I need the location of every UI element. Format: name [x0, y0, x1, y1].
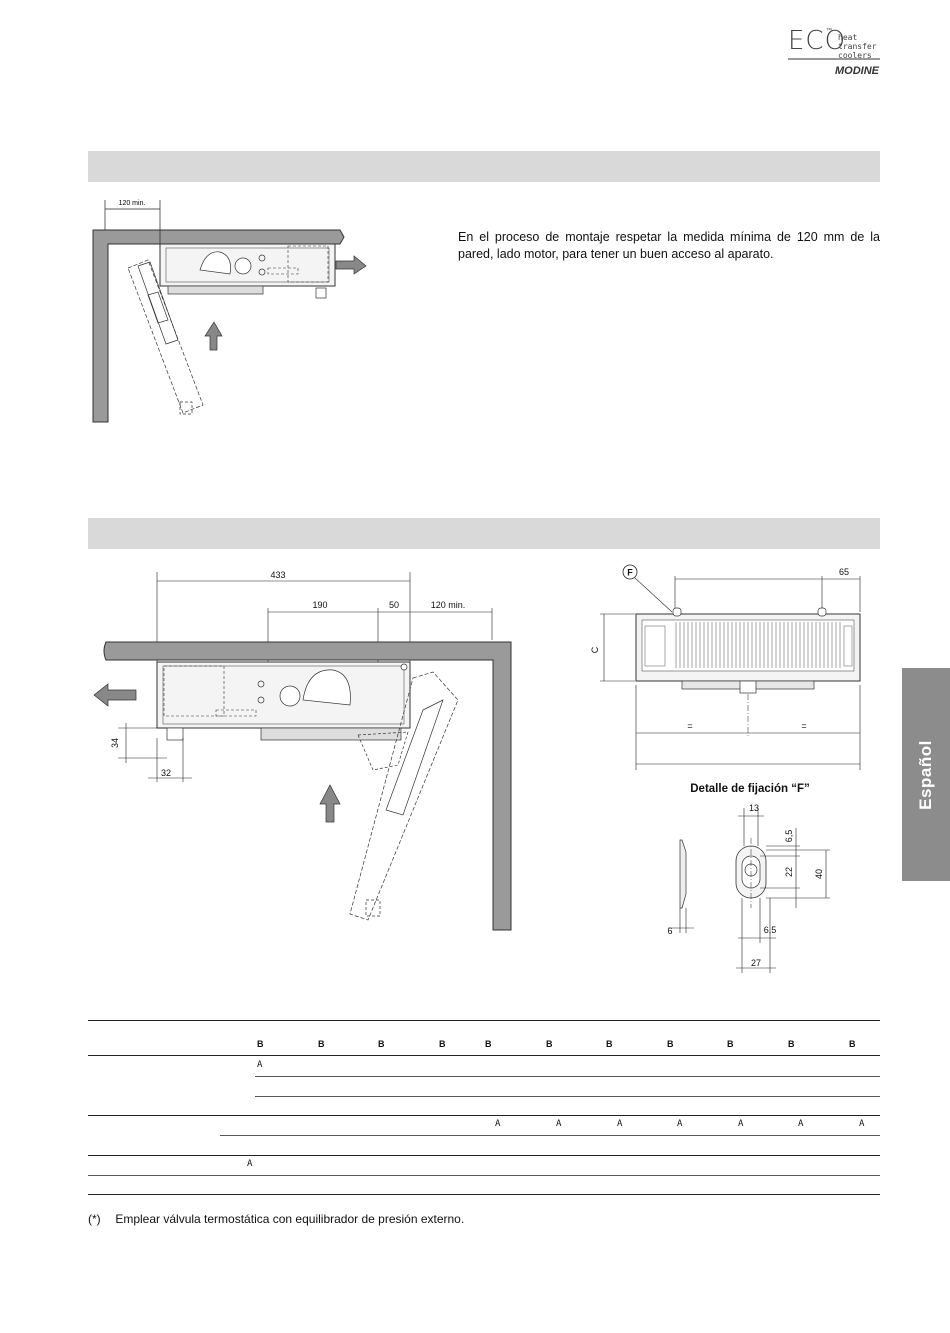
table-cell: A: [859, 1119, 865, 1129]
table-header-cell: B: [546, 1039, 553, 1049]
table-header-cell: B: [318, 1039, 325, 1049]
table-cell: A: [738, 1119, 744, 1129]
section-header-band-1: [88, 151, 880, 182]
table-rule: [255, 1076, 880, 1077]
wall-clearance-diagram: 120 min.: [92, 200, 367, 423]
table-rule-header: [88, 1055, 880, 1056]
dimension-40-label: 40: [814, 869, 824, 879]
table-cell: A: [798, 1119, 804, 1129]
table-rule: [88, 1155, 880, 1156]
logo-eco: ECO: [788, 26, 847, 56]
dimension-13-label: 13: [749, 803, 759, 813]
table-rule: [88, 1175, 880, 1176]
section-header-band-2: [88, 518, 880, 549]
dimension-50-label: 50: [389, 600, 399, 610]
table-rule-bottom: [88, 1194, 880, 1195]
table-header-cell: B: [257, 1039, 264, 1049]
table-rule: [220, 1135, 880, 1136]
language-tab-label: Español: [916, 739, 935, 810]
table-header-cell: B: [788, 1039, 795, 1049]
dimension-c-label: C: [590, 646, 600, 653]
table-cell: A: [257, 1060, 263, 1070]
front-view-diagram: F 65 C: [590, 564, 861, 770]
language-tab[interactable]: Español: [902, 668, 950, 881]
dimension-32-label: 32: [161, 768, 171, 778]
table-header-cell: B: [849, 1039, 856, 1049]
detail-f-marker: F: [627, 568, 633, 578]
table-cell: A: [495, 1119, 501, 1129]
dimension-190-label: 190: [312, 600, 327, 610]
logo-subtitle: heat transfer coolers: [838, 33, 888, 60]
dimension-6-5-bottom-label: 6,5: [764, 925, 777, 935]
fixing-detail-diagram: 6 13 6,5 22 40 6,5 27: [667, 803, 830, 973]
dimension-22-label: 22: [784, 867, 794, 877]
coil-fins: [675, 622, 841, 668]
table-rule: [255, 1096, 880, 1097]
table-cell: A: [247, 1159, 253, 1169]
logo-subtitle-line1: heat transfer: [838, 33, 877, 51]
dimension-120-label: 120 min.: [119, 200, 146, 207]
dimension-433-label: 433: [270, 570, 285, 580]
section1-paragraph: En el proceso de montaje respetar la med…: [458, 230, 880, 261]
table-header-cell: B: [439, 1039, 446, 1049]
table-rule-top: [88, 1020, 880, 1021]
brand-logo: MODINE: [835, 65, 879, 77]
equal-right-label: =: [801, 721, 806, 731]
logo-subtitle-line2: coolers: [838, 51, 872, 60]
dimension-6-label: 6: [667, 926, 672, 936]
table-cell: A: [556, 1119, 562, 1129]
table-header-cell: B: [378, 1039, 385, 1049]
equal-left-label: =: [687, 721, 692, 731]
dimension-120-min-label: 120 min.: [431, 600, 466, 610]
table-rule: [88, 1115, 880, 1116]
footnote-text: Emplear válvula termostática con equilib…: [115, 1212, 465, 1226]
dimension-34-label: 34: [110, 738, 120, 748]
logo-trademark: ™: [826, 28, 832, 34]
detail-fixing-title: Detalle de fijación “F”: [690, 783, 810, 795]
footnote-mark: (*): [88, 1212, 101, 1226]
mounting-dimensions-diagram: 433 190 50 120 min. 34 32: [93, 570, 512, 931]
table-header-cell: B: [606, 1039, 613, 1049]
logo-divider: [788, 58, 880, 60]
table-header-cell: B: [485, 1039, 492, 1049]
dimension-27-label: 27: [751, 958, 761, 968]
footnote: (*) Emplear válvula termostática con equ…: [88, 1212, 464, 1226]
dimension-6-5-top-label: 6,5: [784, 830, 794, 843]
table-cell: A: [677, 1119, 683, 1129]
table-cell: A: [617, 1119, 623, 1129]
table-header-cell: B: [727, 1039, 734, 1049]
table-header-cell: B: [667, 1039, 674, 1049]
dimension-65-label: 65: [839, 567, 849, 577]
